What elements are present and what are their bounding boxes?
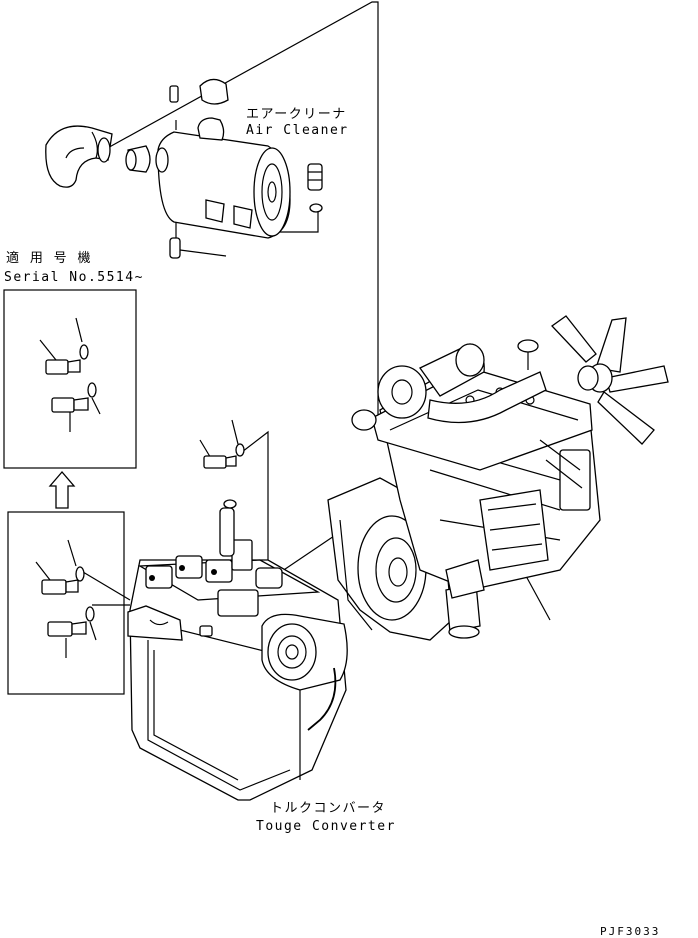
leader-lines bbox=[82, 1, 551, 621]
air-cleaner-en-label: Air Cleaner bbox=[246, 123, 349, 138]
air-cleaner-jp-label: エアークリーナ bbox=[246, 107, 347, 122]
standard-parts-box bbox=[7, 511, 125, 695]
air-cleaner bbox=[45, 78, 323, 259]
torque-converter-en-label: Touge Converter bbox=[256, 819, 396, 834]
torque-converter-jp-label: トルクコンバータ bbox=[270, 801, 386, 816]
applicable-serial-jp-label: 適 用 号 機 bbox=[6, 250, 92, 266]
serial-number-label: Serial No.5514~ bbox=[4, 270, 144, 285]
torque-converter bbox=[127, 499, 348, 801]
up-arrow-icon bbox=[48, 471, 76, 509]
mount-bolt bbox=[203, 443, 245, 469]
serial-parts-box bbox=[3, 289, 137, 469]
drawing-code: PJF3033 bbox=[600, 925, 660, 938]
engine bbox=[327, 315, 669, 641]
